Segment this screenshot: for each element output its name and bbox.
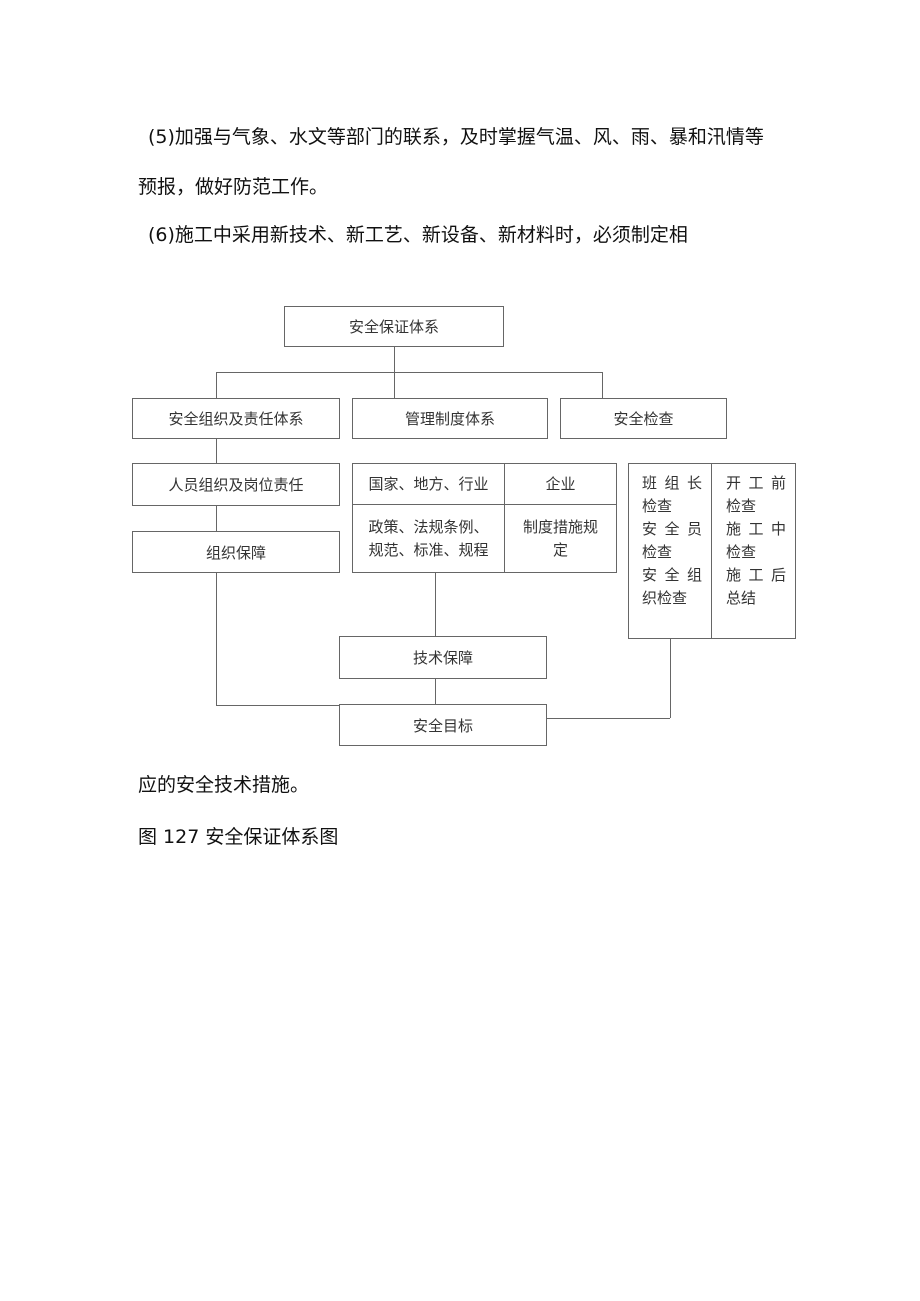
connector-to-mgmt	[394, 372, 395, 399]
paragraph-6-line-2: 应的安全技术措施。	[138, 774, 310, 796]
connector-mgmt-to-tech	[435, 572, 436, 636]
connector-check-to-goal	[546, 718, 670, 719]
paragraph-5-line-2: 预报，做好防范工作。	[138, 176, 329, 198]
management-table-policies: 政策、法规条例、 规范、标准、规程	[353, 505, 504, 572]
paragraph-5-line-1: (5)加强与气象、水文等部门的联系，及时掌握气温、风、雨、暴和汛情等	[148, 126, 764, 148]
inspection-right-line-5: 施工后	[726, 566, 786, 584]
connector-to-check	[602, 372, 603, 399]
inspection-right-line-2: 检查	[726, 497, 757, 515]
regulations-line-2: 定	[552, 540, 568, 559]
inspection-right-line-3: 施工中	[726, 520, 786, 538]
inspection-right-line-6: 总结	[726, 589, 757, 607]
management-table-regulations: 制度措施规 定	[505, 505, 616, 572]
connector-guarantee-down	[216, 572, 217, 705]
inspection-left-line-5: 安全组	[642, 566, 702, 584]
connector-staff-to-guarantee	[216, 506, 217, 532]
inspection-table-right: 开工前 检查 施工中 检查 施工后 总结	[726, 472, 786, 610]
inspection-table-divider	[711, 463, 712, 639]
inspection-table	[628, 463, 796, 639]
connector-check-down	[670, 638, 671, 718]
node-staff-organization: 人员组织及岗位责任	[132, 463, 340, 506]
regulations-line-1: 制度措施规	[522, 517, 598, 536]
figure-caption: 图 127 安全保证体系图	[138, 826, 339, 848]
management-table	[352, 463, 617, 573]
node-safety-goal: 安全目标	[339, 704, 547, 746]
node-safety-guarantee-system: 安全保证体系	[284, 306, 504, 347]
connector-org-to-staff	[216, 438, 217, 464]
node-organization-responsibility: 安全组织及责任体系	[132, 398, 340, 439]
inspection-left-line-6: 织检查	[642, 589, 688, 607]
inspection-table-left: 班组长 检查 安全员 检查 安全组 织检查	[642, 472, 702, 610]
inspection-left-line-2: 检查	[642, 497, 673, 515]
policies-line-2: 规范、标准、规程	[368, 540, 489, 559]
inspection-right-line-1: 开工前	[726, 474, 786, 492]
inspection-right-line-4: 检查	[726, 543, 757, 561]
connector-branch-bar	[216, 372, 602, 373]
management-table-divider-h	[352, 504, 617, 505]
connector-to-org	[216, 372, 217, 399]
policies-line-1: 政策、法规条例、	[368, 517, 489, 536]
connector-guarantee-to-goal	[216, 705, 340, 706]
inspection-left-line-4: 检查	[642, 543, 673, 561]
inspection-left-line-1: 班组长	[642, 474, 702, 492]
management-table-enterprise: 企业	[545, 474, 576, 493]
node-organization-guarantee: 组织保障	[132, 531, 340, 573]
node-safety-inspection: 安全检查	[560, 398, 727, 439]
management-table-divider-v	[504, 463, 505, 573]
management-table-national: 国家、地方、行业	[368, 474, 489, 493]
connector-tech-to-goal	[435, 678, 436, 704]
node-management-system: 管理制度体系	[352, 398, 548, 439]
inspection-left-line-3: 安全员	[642, 520, 702, 538]
node-technical-guarantee: 技术保障	[339, 636, 547, 679]
paragraph-6-line-1: (6)施工中采用新技术、新工艺、新设备、新材料时，必须制定相	[148, 224, 688, 246]
connector-root-down	[394, 346, 395, 372]
